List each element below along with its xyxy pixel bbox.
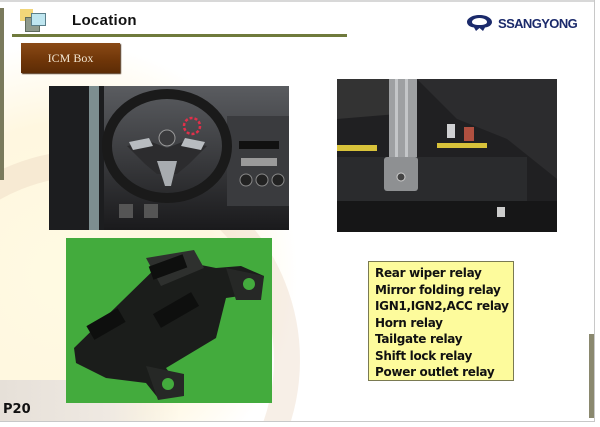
brand-name: SSANGYONG — [498, 15, 578, 31]
top-border — [0, 0, 594, 2]
page-number: P20 — [3, 402, 31, 417]
ssangyong-logo-icon — [466, 14, 493, 32]
icm-box-photo — [66, 238, 272, 403]
under-dash-photo — [337, 79, 557, 232]
relay-item: Rear wiper relay — [375, 266, 482, 280]
relay-item: IGN1,IGN2,ACC relay — [375, 299, 509, 313]
left-accent-bar — [0, 8, 4, 180]
relay-list-box: Rear wiper relay Mirror folding relay IG… — [368, 261, 514, 381]
windows-stack-icon — [20, 9, 46, 33]
relay-item: Tailgate relay — [375, 332, 463, 346]
page-title: Location — [72, 12, 137, 29]
right-accent-bar — [589, 334, 594, 418]
relay-item: Horn relay — [375, 315, 443, 330]
section-tag: ICM Box — [21, 43, 120, 73]
brand-logo: SSANGYONG — [466, 14, 578, 32]
relay-item: Shift lock relay — [375, 348, 472, 363]
title-underline — [12, 34, 347, 37]
relay-item: Power outlet relay — [375, 365, 495, 379]
dashboard-photo — [49, 86, 289, 230]
relay-item: Mirror folding relay — [375, 282, 501, 297]
